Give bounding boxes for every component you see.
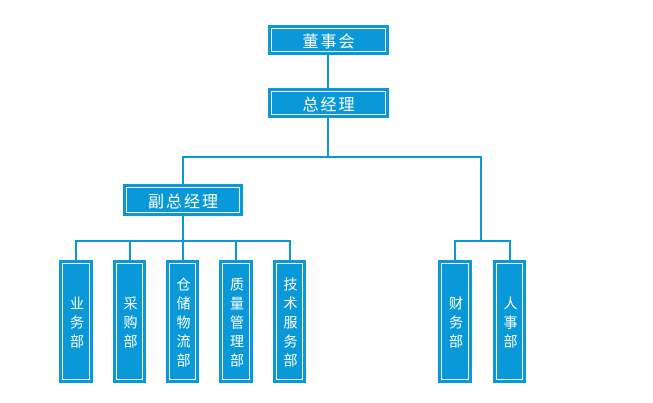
connector-stub-finance [454, 240, 456, 260]
node-technical-service-dept-label: 技术服务部 [276, 263, 303, 380]
node-deputy-general-manager-label: 副总经理 [126, 187, 240, 213]
node-quality-management-dept-label: 质量管理部 [222, 263, 250, 380]
connector-stub-hr [509, 240, 511, 260]
connector-dgm-drop [182, 216, 184, 242]
connector-board-to-gm [327, 55, 329, 88]
node-finance-dept-label: 财务部 [441, 263, 469, 380]
node-purchasing-dept: 采购部 [113, 260, 146, 383]
node-deputy-general-manager: 副总经理 [123, 184, 243, 216]
node-purchasing-dept-label: 采购部 [116, 263, 143, 380]
connector-stub-technical-service [289, 240, 291, 260]
connector-right-group-horizontal [454, 240, 511, 242]
connector-drop-to-dgm [182, 156, 184, 184]
connector-gm-drop [327, 118, 329, 158]
connector-drop-to-right-group [480, 156, 482, 242]
node-general-manager: 总经理 [268, 88, 389, 118]
connector-stub-warehouse-logistics [182, 240, 184, 260]
node-business-dept: 业务部 [59, 260, 93, 383]
node-general-manager-label: 总经理 [271, 91, 386, 115]
node-hr-dept-label: 人事部 [496, 263, 523, 380]
node-board: 董事会 [268, 25, 389, 55]
node-quality-management-dept: 质量管理部 [219, 260, 253, 383]
connector-stub-business [75, 240, 77, 260]
node-warehouse-logistics-dept-label: 仓储物流部 [169, 263, 196, 380]
node-hr-dept: 人事部 [493, 260, 526, 383]
node-warehouse-logistics-dept: 仓储物流部 [166, 260, 199, 383]
connector-level3-horizontal [182, 156, 482, 158]
node-technical-service-dept: 技术服务部 [273, 260, 306, 383]
node-finance-dept: 财务部 [438, 260, 472, 383]
node-business-dept-label: 业务部 [62, 263, 90, 380]
node-board-label: 董事会 [271, 28, 386, 52]
connector-stub-purchasing [129, 240, 131, 260]
connector-stub-quality-management [235, 240, 237, 260]
